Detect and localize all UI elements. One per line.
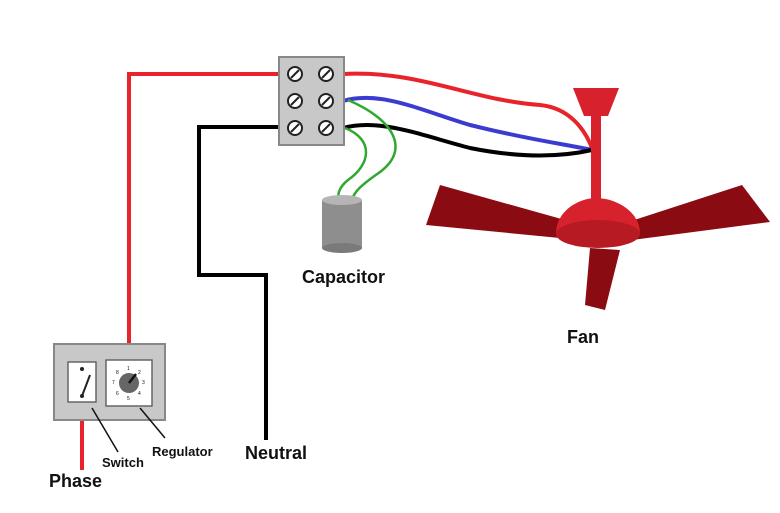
svg-text:6: 6 xyxy=(116,391,119,397)
fan-blade-right xyxy=(628,185,770,240)
neutral-wire xyxy=(197,125,281,440)
phase-wire xyxy=(127,72,280,360)
capacitor-label: Capacitor xyxy=(302,267,385,287)
svg-text:4: 4 xyxy=(138,391,141,397)
regulator-leader-line xyxy=(139,407,166,439)
fan-blade-left xyxy=(426,185,565,238)
regulator-dial-numbers: 1 2 3 4 5 6 7 8 xyxy=(112,366,145,402)
fan-blade-bottom xyxy=(585,248,620,310)
svg-text:2: 2 xyxy=(138,370,141,376)
regulator-label: Regulator xyxy=(152,444,213,459)
capacitor xyxy=(322,195,362,253)
svg-text:5: 5 xyxy=(127,396,130,402)
switch-board: 1 2 3 4 5 6 7 8 xyxy=(53,343,166,421)
fan-black-wire xyxy=(342,123,593,158)
svg-text:3: 3 xyxy=(142,380,145,386)
switch-label: Switch xyxy=(102,455,144,470)
fan-blue-wire xyxy=(342,95,593,152)
svg-text:8: 8 xyxy=(116,370,119,376)
fan-downrod xyxy=(591,114,601,206)
fan-canopy xyxy=(573,88,619,116)
switch-leader-line xyxy=(91,407,119,453)
svg-text:1: 1 xyxy=(127,366,130,372)
neutral-label: Neutral xyxy=(245,443,307,463)
junction-box xyxy=(278,56,345,146)
svg-text:7: 7 xyxy=(112,380,115,386)
ceiling-fan xyxy=(426,88,770,310)
phase-label: Phase xyxy=(49,471,102,491)
fan-red-wire xyxy=(342,71,594,149)
capacitor-wire-2 xyxy=(347,98,397,201)
fan-label: Fan xyxy=(567,327,599,347)
capacitor-wire-1 xyxy=(336,126,368,201)
